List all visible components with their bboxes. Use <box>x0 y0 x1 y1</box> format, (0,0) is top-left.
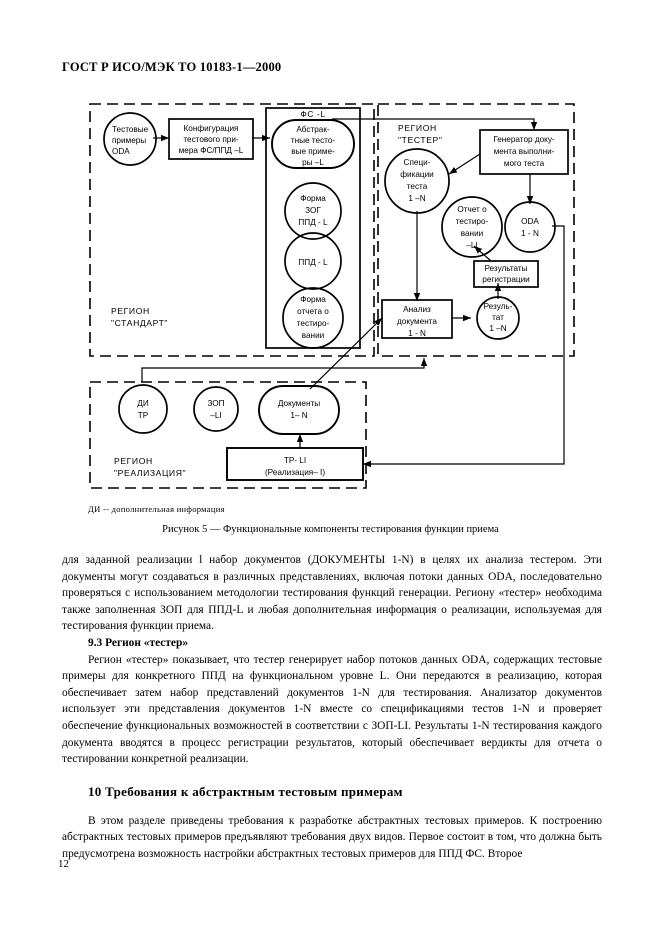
node-test-examples-oda <box>103 112 157 166</box>
connector-oda1n-to-tpli <box>363 225 565 468</box>
connector-documents-to-analysis <box>309 317 383 390</box>
node-result1n-line1: Резуль- <box>484 302 513 311</box>
node-test-spec-line2: фикации <box>400 170 433 179</box>
node-form-report-line1: Форма <box>300 295 326 304</box>
region-standard-label-line1: РЕГИОН <box>111 306 150 316</box>
region-tester-boundary <box>377 103 575 357</box>
node-generator-line2: мента выполни- <box>494 147 555 156</box>
node-di-tp-line2: ТР <box>138 411 149 420</box>
node-analysis-line1: Анализ <box>403 305 431 314</box>
region-implementation-label-line2: "РЕАЛИЗАЦИЯ" <box>114 468 186 478</box>
node-documents-line1: Документы <box>278 399 320 408</box>
node-form-report-line3: тестиро- <box>297 319 330 328</box>
node-generator-line1: Генератор доку- <box>493 135 555 144</box>
connector-abstract-to-generator <box>332 118 538 130</box>
node-zop-li <box>193 386 239 432</box>
node-di-tp <box>118 384 168 434</box>
node-test-specifications <box>384 148 450 214</box>
connector-generator-to-testspec <box>448 153 481 175</box>
connector-implementation-to-tester <box>141 358 428 382</box>
node-result1n-line3: 1 –N <box>489 324 506 333</box>
fs-l-group-label: ФС -L <box>300 109 325 119</box>
node-test-report-line2: тестиро- <box>456 217 489 226</box>
node-test-spec-line3: теста <box>407 182 428 191</box>
node-form-zog-line2: ЗОГ <box>305 206 321 215</box>
node-form-report-line2: отчета о <box>297 307 329 316</box>
node-form-zog-line1: Форма <box>300 194 326 203</box>
node-executable-test-doc-generator <box>479 129 569 175</box>
node-documents-1n <box>258 385 340 435</box>
node-analysis-line3: 1 - N <box>408 329 426 338</box>
section-heading-10: 10 Требования к абстрактным тестовым при… <box>88 783 403 799</box>
node-result-1n <box>476 296 520 340</box>
paragraph-abstract-test-requirements: В этом разделе приведены требования к ра… <box>62 814 602 860</box>
node-ppd-l <box>284 232 342 290</box>
node-config-line3: мера ФС/ППД –L <box>179 146 244 155</box>
node-registration-results-box <box>473 260 539 288</box>
region-standard-boundary <box>89 103 375 357</box>
node-reg-results-line2: регистрации <box>482 275 529 284</box>
node-reg-results-line1: Результаты <box>484 264 527 273</box>
region-standard-label-line2: "СТАНДАРТ" <box>111 318 168 328</box>
node-test-report-line1: Отчет о <box>457 205 487 214</box>
node-documents-line2: 1– N <box>290 411 307 420</box>
node-analysis-line2: документа <box>397 317 437 326</box>
node-test-spec-line1: Специ- <box>404 158 431 167</box>
node-abstract-line3: вые приме- <box>291 147 335 156</box>
node-oda-1n <box>504 201 556 253</box>
node-config-test-example-box <box>168 118 254 160</box>
node-document-analysis-box <box>381 299 453 339</box>
node-tp-li-line1: ТР- LI <box>284 456 306 465</box>
node-generator-line3: мого теста <box>504 159 545 168</box>
subsection-heading-9-3: 9.3 Регион «тестер» <box>88 636 189 649</box>
paragraph-tester-region: Регион «тестер» показывает, что тестер г… <box>62 653 602 766</box>
node-test-examples-oda-line2: примеры <box>112 136 146 145</box>
node-oda1n-line2: 1 - N <box>521 229 539 238</box>
node-ppd-l-label: ППД - L <box>298 258 328 267</box>
body-text-column: для заданной реализации l набор документ… <box>62 552 602 863</box>
node-zop-li-line2: –LI <box>210 411 221 420</box>
figure-legend-note: ДИ -- дополнительная информация <box>88 504 225 514</box>
node-test-report-line4: –LI <box>466 241 477 250</box>
node-form-report-line4: вании <box>302 331 324 340</box>
node-abstract-line1: Абстрак- <box>296 125 330 134</box>
node-form-test-report <box>282 287 344 349</box>
connector-regresults-to-testreport <box>473 245 492 262</box>
node-result1n-line2: тат <box>492 313 504 322</box>
figure-caption: Рисунок 5 — Функциональные компоненты те… <box>162 524 499 535</box>
node-form-zog-ppd-l <box>284 182 342 240</box>
region-tester-label-line2: "ТЕСТЕР" <box>398 135 443 145</box>
node-test-examples-oda-line3: ODA <box>112 147 130 156</box>
region-implementation-label-line1: РЕГИОН <box>114 456 153 466</box>
document-header-standard-number: ГОСТ Р ИСО/МЭК ТО 10183-1—2000 <box>62 60 282 74</box>
node-abstract-line4: ры –L <box>302 158 324 167</box>
node-tp-li-line2: (Реализация– I) <box>265 468 325 477</box>
node-test-spec-line4: 1 –N <box>408 194 425 203</box>
node-form-zog-line3: ППД - L <box>298 218 328 227</box>
node-di-tp-line1: ДИ <box>137 399 149 408</box>
node-test-examples-oda-line1: Тестовые <box>112 125 149 134</box>
node-oda1n-line1: ODA <box>521 217 539 226</box>
node-config-line2: тестового при- <box>183 135 239 144</box>
page-number: 12 <box>58 858 69 870</box>
region-implementation-boundary <box>89 381 367 489</box>
node-tp-li-implementation-box <box>226 447 364 481</box>
node-abstract-test-examples <box>271 119 355 169</box>
region-tester-label-line1: РЕГИОН <box>398 123 437 133</box>
node-test-report-line3: вании <box>461 229 483 238</box>
paragraph-continuation: для заданной реализации l набор документ… <box>62 554 602 633</box>
node-abstract-line2: тные тесто- <box>291 136 336 145</box>
figure-5-diagram: РЕГИОН "СТАНДАРТ" РЕГИОН "ТЕСТЕР" РЕГИОН… <box>86 96 578 496</box>
node-test-report-li <box>441 196 503 258</box>
connector-standard-forms-up-to-tester <box>368 348 424 368</box>
node-zop-li-line1: ЗОП <box>207 399 224 408</box>
node-config-line1: Конфигурация <box>184 124 239 133</box>
